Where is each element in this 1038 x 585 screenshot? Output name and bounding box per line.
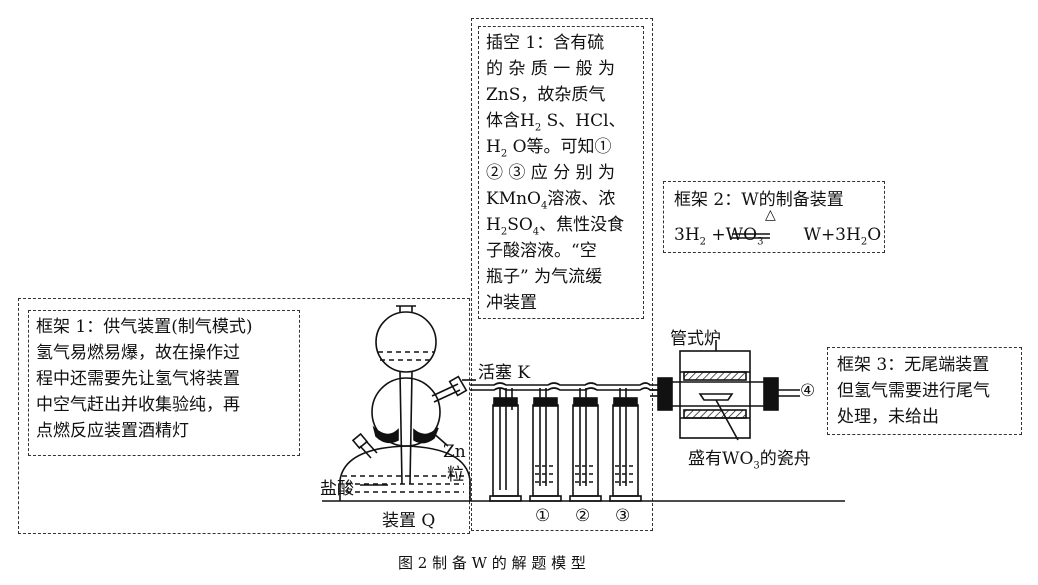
tube-furnace (679, 350, 751, 439)
zn-pointer (431, 431, 449, 447)
tube-stopper-right (763, 377, 779, 411)
insert-line-5: H2 O等。可知① (486, 137, 612, 160)
boat-label: 盛有WO3的瓷舟 (688, 449, 811, 472)
insert-line-6: ② ③ 应 分 别 为 (486, 163, 616, 183)
insert-line-3: ZnS，故杂质气 (486, 85, 606, 105)
insert-line-7: KMnO4溶液、浓 (486, 189, 616, 212)
bottle-1-label: ① (535, 506, 551, 526)
frame-3-line-2: 但氢气需要进行尾气 (837, 381, 990, 401)
frame-1-line-2: 氢气易燃易爆，故在操作过 (36, 343, 240, 363)
insert-line-4: 体含H2 S、HCl、 (486, 111, 626, 134)
frame-1-textbox (28, 310, 300, 456)
bottle-2-label: ② (575, 506, 591, 526)
funnel-stem-right (409, 371, 413, 485)
kipp-middle-sphere (371, 377, 441, 447)
kipp-top-funnel (375, 311, 437, 373)
insert-line-11: 冲装置 (486, 293, 537, 313)
gas-pipe-top (470, 387, 668, 391)
frame-1-line-3: 程中还需要先让氢气将装置 (36, 369, 240, 389)
insert-line-9: 子酸溶液。“空 (486, 241, 597, 261)
frame-1-line-1: 框架 1：供气装置(制气模式) (36, 317, 253, 337)
kipp-stopper (351, 432, 369, 450)
insert-line-1: 插空 1：含有硫 (486, 33, 605, 53)
funnel-stem-left (399, 371, 403, 485)
frame-1-box (18, 298, 470, 534)
device-q-label: 装置 Q (382, 511, 436, 531)
insert-outer-box (471, 18, 653, 531)
outlet-tube (431, 383, 459, 397)
boat-pointer (715, 399, 739, 441)
valve-label: 活塞 K (478, 363, 531, 383)
frame-2-title: 框架 2：W的制备装置 (674, 190, 844, 210)
zn-label-2: 粒 (447, 465, 464, 485)
zinc-pellets-left (372, 425, 399, 444)
outlet-4-label: ④ (800, 381, 816, 401)
bottle-3 (609, 388, 642, 502)
bottle-empty (489, 388, 522, 502)
bottle-3-label: ③ (615, 506, 631, 526)
zn-label: Zn (443, 442, 466, 462)
bottle-1 (529, 388, 562, 502)
figure-caption: 图 2 制 备 W 的 解 题 模 型 (398, 554, 586, 572)
insert-line-10: 瓶子” 为气流缓 (486, 267, 603, 287)
frame-3-line-3: 处理，未给出 (837, 407, 939, 427)
valve-k (448, 375, 468, 397)
insert-line-2: 的 杂 质 一 般 为 (486, 59, 616, 79)
bottle-2 (569, 388, 602, 502)
hcl-label: 盐酸 (320, 479, 354, 499)
insert-text-box (478, 26, 644, 319)
tube-stopper-left (657, 377, 673, 411)
furnace-label: 管式炉 (670, 329, 721, 349)
frame-1-line-4: 中空气赶出并收集验纯，再 (36, 395, 240, 415)
frame-1-line-5: 点燃反应装置酒精灯 (36, 421, 189, 441)
frame-2-condition: △ (765, 207, 776, 223)
frame-2-box (663, 181, 885, 253)
insert-line-8: H2SO4、焦性没食 (486, 215, 625, 238)
frame-3-box (827, 347, 1022, 435)
frame-3-line-1: 框架 3：无尾端装置 (837, 355, 990, 375)
porcelain-boat (698, 393, 734, 401)
zinc-pellets-right (413, 427, 439, 444)
